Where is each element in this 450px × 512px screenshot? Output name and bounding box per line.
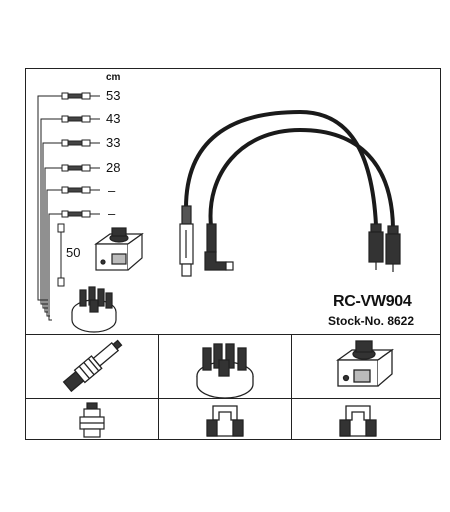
angled-boot-icon xyxy=(204,223,234,271)
cable-icon-row-6 xyxy=(61,210,100,218)
length-label-6: – xyxy=(108,206,116,221)
spark-plug-icon xyxy=(62,339,123,393)
spark-plug-terminal-icon xyxy=(79,402,105,438)
part-number: RC-VW904 xyxy=(333,293,412,310)
cable-icon-row-1 xyxy=(61,92,100,100)
coil-lead-cable-icon xyxy=(57,223,65,287)
length-bracket-lines xyxy=(37,95,62,321)
distributor-cap-icon xyxy=(196,343,254,399)
divider-main xyxy=(25,334,441,335)
ignition-coil-small-icon xyxy=(94,227,144,271)
length-label-5: – xyxy=(108,183,116,198)
divider-col-2 xyxy=(291,334,292,440)
distributor-connector-icon xyxy=(206,405,244,437)
coil-lead-length: 50 xyxy=(66,245,81,260)
stock-number: Stock-No. 8622 xyxy=(328,314,415,328)
cable-icon-row-5 xyxy=(61,186,100,194)
divider-col-1 xyxy=(158,334,159,440)
ignition-coil-icon xyxy=(335,340,395,387)
straight-boot-icon xyxy=(179,205,194,277)
length-label-2: 43 xyxy=(106,111,121,126)
coil-terminal-right-icon xyxy=(385,225,401,272)
divider-connectors xyxy=(25,398,441,399)
coil-connector-icon xyxy=(339,405,377,437)
ignition-cable-pair xyxy=(184,109,395,229)
length-unit: cm xyxy=(106,72,121,83)
cable-icon-row-2 xyxy=(61,115,100,123)
cable-icon-row-4 xyxy=(61,164,100,172)
length-label-1: 53 xyxy=(106,88,121,103)
coil-terminal-left-icon xyxy=(368,223,384,270)
product-sheet-frame xyxy=(25,68,441,440)
distributor-cap-small-icon xyxy=(71,286,117,333)
cable-icon-row-3 xyxy=(61,139,100,147)
length-label-4: 28 xyxy=(106,160,121,175)
length-label-3: 33 xyxy=(106,135,121,150)
